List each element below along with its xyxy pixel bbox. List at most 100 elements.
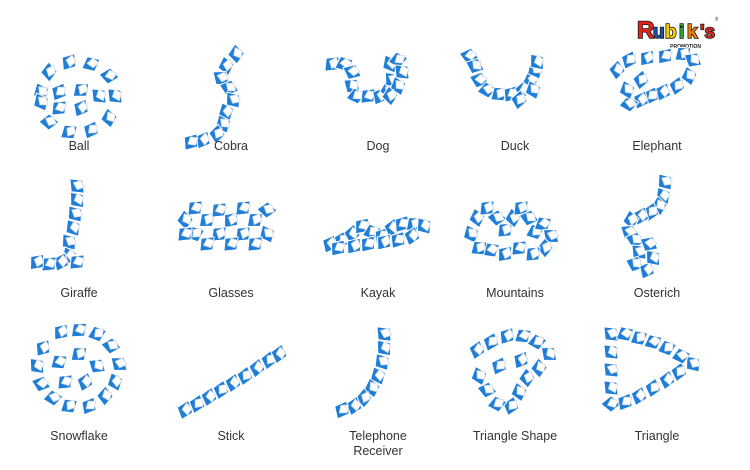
shape-label: Dog (366, 139, 390, 153)
logo-letter: 's (700, 22, 715, 43)
prism-face (632, 234, 642, 244)
prism-face (74, 323, 88, 335)
prism-face (72, 255, 86, 267)
shape-card: Telephone Receiver (305, 320, 451, 470)
prism-face (104, 69, 118, 81)
shape-label: Snowflake (50, 429, 108, 443)
prism-face (350, 238, 362, 252)
prism-face (674, 79, 684, 91)
prism-face (204, 213, 214, 225)
prism-face (77, 100, 89, 114)
shape-card: Duck (442, 47, 588, 200)
shape-label: Glasses (208, 286, 254, 300)
shape-card: Ball (6, 50, 152, 200)
shape-label: Duck (500, 139, 530, 153)
prism-face (76, 347, 86, 359)
prism-face (508, 399, 518, 411)
shape-label: Telephone Receiver (349, 429, 407, 458)
prism-face (229, 375, 241, 389)
prism-face (187, 136, 199, 146)
prism-face (229, 94, 241, 104)
prism-face (374, 368, 386, 382)
prism-face (517, 200, 529, 214)
shape-card: Osterich (584, 173, 730, 328)
logo-tagline: PROMOTION (670, 44, 701, 50)
prism-face (644, 237, 658, 249)
prism-face (57, 254, 69, 268)
prism-face (225, 82, 237, 92)
prism-face (420, 218, 432, 232)
prism-face (476, 241, 486, 253)
snowflake-icon (29, 320, 129, 420)
prism-face (81, 374, 93, 388)
prism-face (656, 199, 666, 211)
prism-face (106, 111, 116, 123)
prism-face (659, 188, 671, 202)
prism-face (530, 84, 540, 94)
prism-face (380, 234, 392, 248)
prism-face (663, 372, 675, 386)
prism-face (238, 201, 252, 213)
prism-face (220, 118, 230, 128)
prism-face (66, 125, 76, 137)
prism-face (94, 328, 104, 338)
prism-face (398, 64, 410, 78)
prism-face (689, 358, 701, 368)
prism-face (101, 388, 113, 402)
prism-face (222, 104, 234, 118)
shape-label: Giraffe (60, 286, 98, 300)
prism-face (620, 327, 634, 339)
prism-face (637, 208, 649, 222)
prism-face (218, 383, 228, 395)
prism-face (664, 342, 674, 352)
prism-face (661, 176, 673, 186)
shape-card: Snowflake (6, 320, 152, 470)
prism-face (264, 228, 274, 238)
prism-face (33, 254, 45, 268)
logo-letter: u (653, 22, 665, 43)
prism-face (606, 327, 620, 339)
shape-card: Elephant (584, 46, 730, 200)
prism-face (107, 340, 119, 350)
prism-face (472, 60, 482, 70)
prism-face (546, 229, 560, 241)
prism-face (94, 359, 104, 371)
prism-face (73, 192, 85, 206)
shape-label: Stick (217, 429, 245, 443)
prism-face (523, 370, 535, 384)
prism-face (250, 237, 264, 249)
shape-card: Cobra (158, 43, 304, 200)
prism-face (71, 208, 83, 218)
prism-face (222, 58, 234, 72)
prism-face (214, 127, 224, 139)
shape-card: Dog (305, 50, 451, 200)
prism-face (214, 203, 228, 215)
osterich-icon (607, 173, 707, 280)
prism-face (226, 237, 240, 249)
prism-face (205, 389, 217, 403)
logo-letter: R (637, 17, 654, 44)
prism-face (199, 132, 211, 146)
prism-face (386, 88, 398, 102)
prism-face (533, 336, 545, 346)
prism-face (650, 381, 660, 393)
triangle-shape-icon (465, 320, 565, 420)
prism-face (632, 258, 642, 268)
prism-face (194, 397, 204, 409)
shape-card: Glasses (158, 178, 304, 328)
prism-face (648, 90, 658, 100)
logo-letter: b (665, 22, 677, 43)
prism-face (347, 65, 361, 77)
prism-face (379, 327, 393, 339)
prism-face (380, 340, 392, 354)
prism-face (525, 212, 537, 222)
prism-face (546, 347, 556, 359)
prism-face (483, 200, 495, 214)
prism-face (621, 396, 633, 406)
prism-face (503, 328, 515, 342)
prism-face (364, 238, 376, 248)
prism-face (395, 80, 405, 90)
prism-face (65, 236, 77, 246)
prism-face (111, 374, 123, 388)
prism-face (476, 370, 486, 380)
